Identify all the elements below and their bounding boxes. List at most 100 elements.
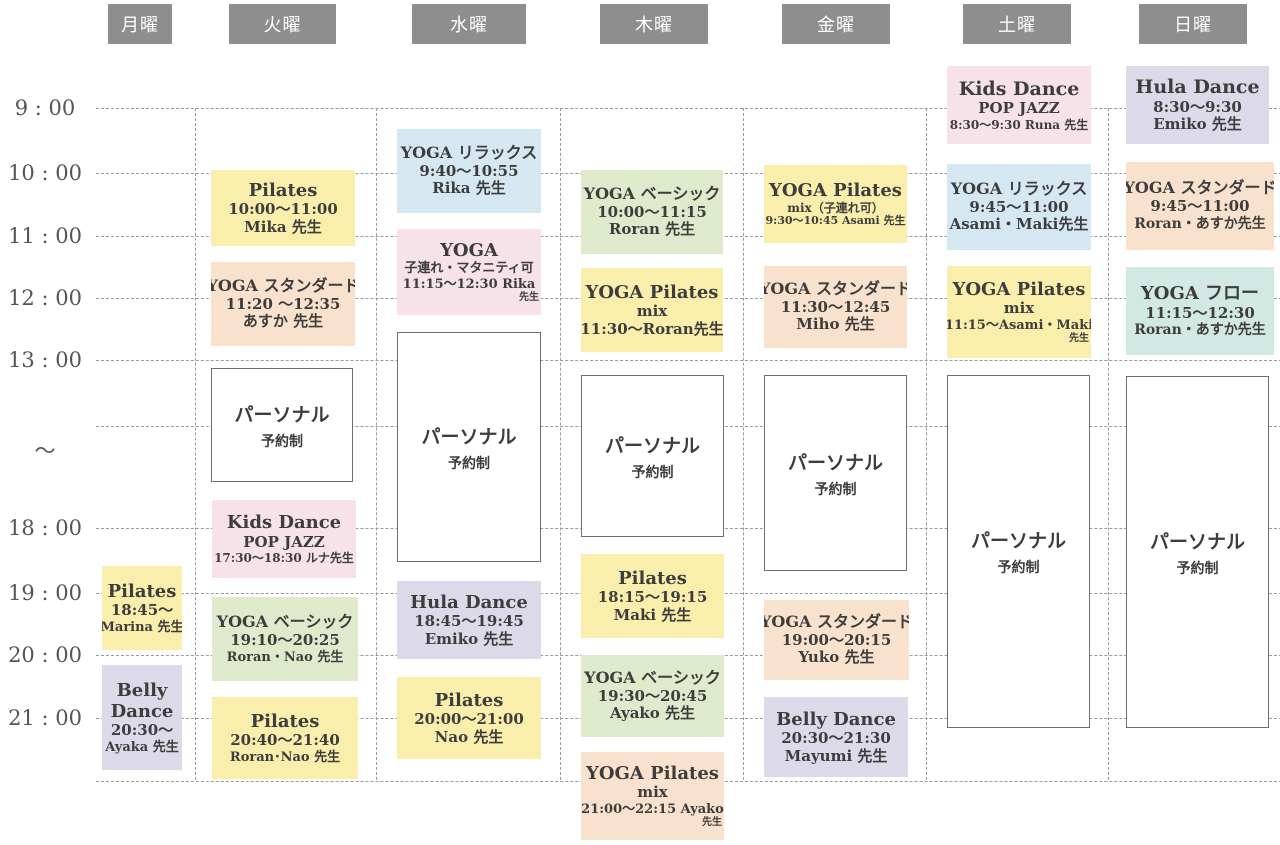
class-name: YOGA bbox=[440, 240, 498, 262]
class-wed-hula[interactable]: Hula Dance 18:45～19:45 Emiko 先生 bbox=[397, 581, 541, 659]
class-time: Emiko 先生 bbox=[424, 629, 514, 648]
class-fri-belly-dance[interactable]: Belly Dance 20:30～21:30 Mayumi 先生 bbox=[764, 697, 908, 777]
grid-line bbox=[195, 108, 196, 780]
class-detail: 9:40～10:55 bbox=[419, 161, 519, 180]
day-header-tue: 火曜 bbox=[229, 4, 336, 44]
personal-block-sun[interactable]: パーソナル 予約制 bbox=[1126, 376, 1269, 728]
class-name: YOGA ベーシック bbox=[584, 667, 721, 687]
class-mon-pilates[interactable]: Pilates 18:45～ Marina 先生 bbox=[102, 566, 182, 650]
class-tue-yoga-basic[interactable]: YOGA ベーシック 19:10～20:25 Roran・Nao 先生 bbox=[212, 597, 358, 681]
personal-title: パーソナル bbox=[787, 451, 883, 474]
class-teacher: 先生 bbox=[702, 817, 722, 829]
class-name: YOGA スタンダード bbox=[211, 275, 355, 295]
class-name: YOGA リラックス bbox=[950, 178, 1088, 198]
class-detail: Dance bbox=[110, 700, 174, 722]
class-detail: 11:15～12:30 bbox=[1145, 303, 1255, 322]
personal-block-tue[interactable]: パーソナル 予約制 bbox=[211, 368, 353, 482]
grid-line bbox=[743, 108, 744, 780]
personal-title: パーソナル bbox=[1149, 530, 1245, 553]
class-name: YOGA Pilates bbox=[586, 762, 719, 784]
class-sat-yoga-relax[interactable]: YOGA リラックス 9:45～11:00 Asami・Maki先生 bbox=[947, 164, 1091, 250]
class-time: Asami・Maki先生 bbox=[949, 215, 1089, 234]
time-label-19: 19 : 00 bbox=[8, 581, 82, 605]
class-name: Pilates bbox=[434, 689, 504, 711]
class-thu-yoga-basic-2[interactable]: YOGA ベーシック 19:30～20:45 Ayako 先生 bbox=[581, 655, 724, 737]
class-tue-kids-dance[interactable]: Kids Dance POP JAZZ 17:30～18:30 ルナ先生 bbox=[212, 500, 356, 578]
time-label-20: 20 : 00 bbox=[8, 643, 82, 667]
class-tue-pilates-1[interactable]: Pilates 10:00～11:00 Mika 先生 bbox=[211, 170, 355, 246]
personal-title: パーソナル bbox=[970, 530, 1066, 552]
class-time: Mayumi 先生 bbox=[784, 746, 888, 765]
class-time: 11:15～12:30 Rika bbox=[402, 276, 536, 292]
class-name: YOGA ベーシック bbox=[583, 183, 721, 203]
time-label-11: 11 : 00 bbox=[8, 224, 82, 248]
grid-line bbox=[376, 108, 377, 780]
class-teacher: Ayaka 先生 bbox=[105, 739, 179, 755]
class-detail: POP JAZZ bbox=[243, 532, 325, 551]
class-time: 9:30～10:45 Asami 先生 bbox=[765, 214, 906, 228]
personal-block-thu[interactable]: パーソナル 予約制 bbox=[581, 375, 724, 537]
class-detail: 子連れ・マタニティ可 bbox=[404, 261, 534, 277]
class-mon-belly[interactable]: Belly Dance 20:30～ Ayaka 先生 bbox=[102, 665, 182, 770]
class-detail: mix bbox=[1003, 299, 1035, 318]
class-name: Pilates bbox=[618, 567, 687, 589]
class-time: Mika 先生 bbox=[244, 217, 322, 236]
day-header-wed: 水曜 bbox=[412, 4, 526, 44]
class-wed-yoga-relax[interactable]: YOGA リラックス 9:40～10:55 Rika 先生 bbox=[397, 129, 541, 213]
personal-title: パーソナル bbox=[604, 434, 700, 457]
class-time: Roran 先生 bbox=[608, 220, 696, 239]
class-fri-yoga-pilates[interactable]: YOGA Pilates mix（子連れ可） 9:30～10:45 Asami … bbox=[764, 165, 907, 243]
class-fri-yoga-standard-2[interactable]: YOGA スタンダード 19:00～20:15 Yuko 先生 bbox=[764, 600, 909, 680]
class-time: 11:15～Asami・Maki bbox=[947, 317, 1091, 333]
class-tue-pilates-2[interactable]: Pilates 20:40～21:40 Roran･Nao 先生 bbox=[212, 697, 358, 779]
time-label-9: 9 : 00 bbox=[14, 96, 76, 120]
class-thu-yoga-pilates-2[interactable]: YOGA Pilates mix 21:00～22:15 Ayako 先生 bbox=[581, 752, 724, 840]
personal-block-fri[interactable]: パーソナル 予約制 bbox=[764, 375, 907, 571]
class-time: Roran・あすか先生 bbox=[1134, 216, 1266, 233]
grid-line bbox=[96, 360, 1280, 361]
class-time: Nao 先生 bbox=[434, 727, 504, 746]
day-header-sun: 日曜 bbox=[1139, 4, 1247, 44]
class-time: Emiko 先生 bbox=[1153, 115, 1242, 134]
class-detail: 18:45～19:45 bbox=[414, 611, 524, 630]
class-detail: 20:30～21:30 bbox=[781, 728, 891, 747]
class-time: Rika 先生 bbox=[432, 179, 506, 198]
personal-sub: 予約制 bbox=[261, 433, 303, 450]
time-label-21: 21 : 00 bbox=[8, 706, 82, 730]
class-time: Roran・あすか先生 bbox=[1134, 322, 1266, 339]
class-name: Belly bbox=[116, 679, 168, 701]
class-teacher: 先生 bbox=[1069, 333, 1089, 345]
class-sat-yoga-pilates[interactable]: YOGA Pilates mix 11:15～Asami・Maki 先生 bbox=[947, 266, 1091, 358]
class-sun-hula[interactable]: Hula Dance 8:30～9:30 Emiko 先生 bbox=[1126, 66, 1269, 144]
personal-block-sat[interactable]: パーソナル 予約制 bbox=[947, 375, 1090, 728]
time-label-13: 13 : 00 bbox=[8, 348, 82, 372]
class-detail: mix bbox=[636, 301, 668, 320]
day-header-thu: 木曜 bbox=[600, 4, 708, 44]
personal-block-wed[interactable]: パーソナル 予約制 bbox=[397, 332, 541, 562]
class-sun-yoga-flow[interactable]: YOGA フロー 11:15～12:30 Roran・あすか先生 bbox=[1126, 267, 1274, 355]
class-name: Hula Dance bbox=[1135, 76, 1260, 99]
class-detail: mix（子連れ可） bbox=[787, 201, 884, 216]
class-wed-yoga-kids[interactable]: YOGA 子連れ・マタニティ可 11:15～12:30 Rika 先生 bbox=[397, 229, 541, 315]
personal-sub: 予約制 bbox=[1176, 560, 1219, 577]
class-time: 8:30～9:30 Runa 先生 bbox=[949, 117, 1089, 132]
class-thu-yoga-pilates[interactable]: YOGA Pilates mix 11:30～Roran先生 bbox=[581, 268, 723, 352]
class-wed-pilates[interactable]: Pilates 20:00～21:00 Nao 先生 bbox=[397, 677, 541, 759]
personal-title: パーソナル bbox=[421, 425, 517, 448]
class-name: Kids Dance bbox=[958, 77, 1080, 100]
class-detail: mix bbox=[637, 783, 668, 802]
class-tue-yoga-standard[interactable]: YOGA スタンダード 11:20 ～12:35 あすか 先生 bbox=[211, 262, 355, 346]
class-sun-yoga-standard[interactable]: YOGA スタンダード 9:45～11:00 Roran・あすか先生 bbox=[1126, 162, 1274, 250]
class-time: Yuko 先生 bbox=[798, 648, 875, 667]
class-name: YOGA Pilates bbox=[585, 281, 719, 303]
class-fri-yoga-standard-1[interactable]: YOGA スタンダード 11:30～12:45 Miho 先生 bbox=[764, 266, 907, 348]
class-thu-pilates[interactable]: Pilates 18:15～19:15 Maki 先生 bbox=[581, 554, 724, 638]
class-detail: 9:45～11:00 bbox=[969, 197, 1069, 216]
personal-sub: 予約制 bbox=[448, 455, 490, 472]
class-thu-yoga-basic-1[interactable]: YOGA ベーシック 10:00～11:15 Roran 先生 bbox=[581, 170, 723, 254]
personal-sub: 予約制 bbox=[631, 464, 674, 481]
class-name: YOGA スタンダード bbox=[764, 278, 907, 298]
grid-line bbox=[96, 108, 1280, 109]
class-detail: 9:45～11:00 bbox=[1150, 197, 1250, 216]
class-sat-kids-dance[interactable]: Kids Dance POP JAZZ 8:30～9:30 Runa 先生 bbox=[947, 66, 1091, 144]
